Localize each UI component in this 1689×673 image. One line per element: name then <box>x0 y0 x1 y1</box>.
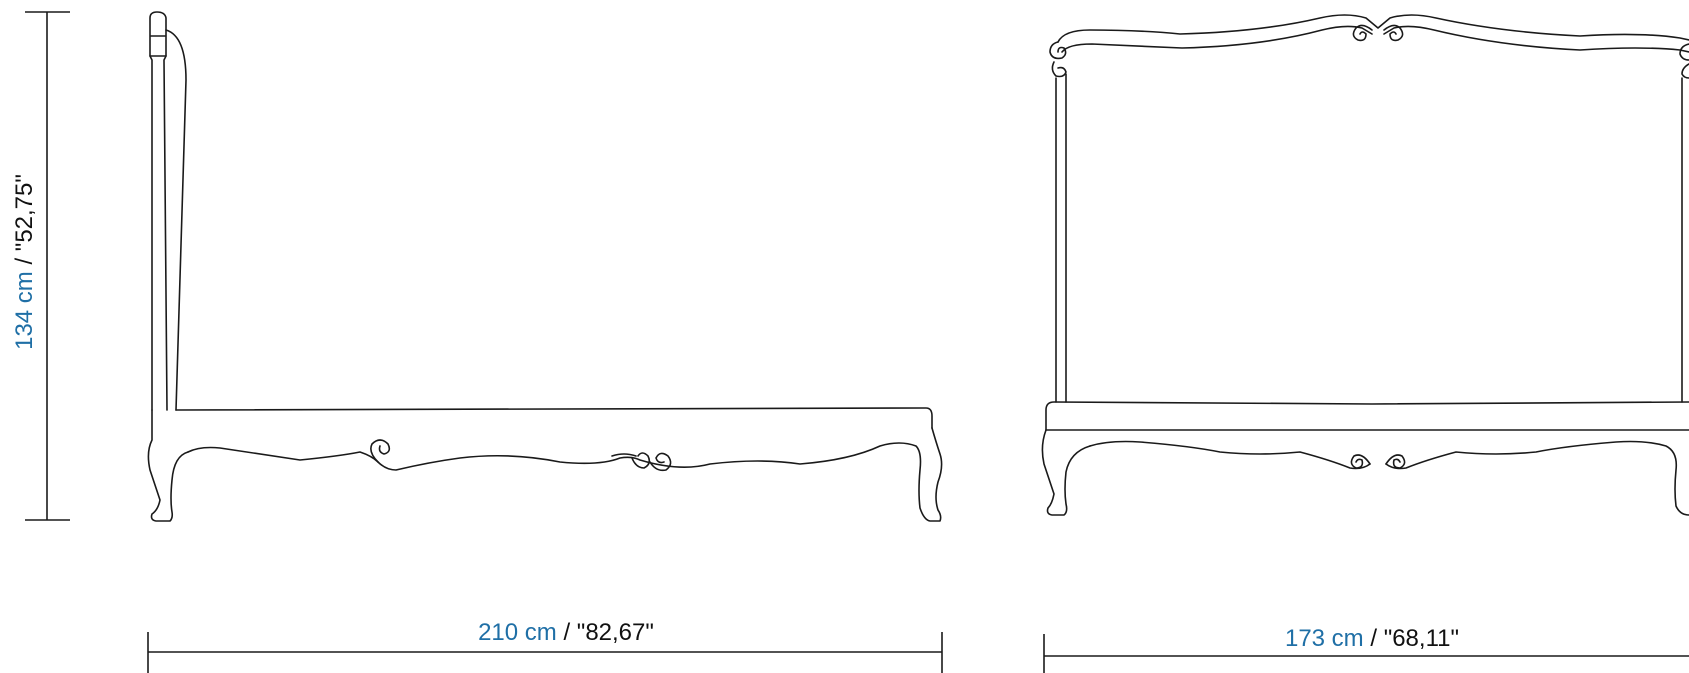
side-apron-scroll-tail <box>611 453 637 457</box>
width-separator: / <box>1364 625 1384 652</box>
width-dim-label: 173 cm / "68,11" <box>1285 625 1459 652</box>
front-apron <box>1089 440 1689 516</box>
width-metric: 173 cm <box>1285 625 1364 652</box>
bed-side-view <box>147 11 943 522</box>
front-headboard-center-scroll-left <box>1352 24 1373 42</box>
side-rail-top <box>175 407 933 429</box>
side-leg-left <box>147 409 189 522</box>
side-headboard-profile <box>165 29 187 411</box>
height-dimension: 134 cm / "52,75" <box>11 11 70 521</box>
height-metric: 134 cm <box>11 271 38 350</box>
front-apron-scroll-right <box>1385 454 1406 469</box>
length-metric: 210 cm <box>478 619 557 646</box>
front-leg-left <box>1041 429 1091 516</box>
height-dim-label: 134 cm / "52,75" <box>11 174 38 350</box>
front-frame-rail <box>1045 401 1689 431</box>
height-imperial: "52,75" <box>11 174 38 251</box>
front-apron-scroll-left <box>1350 454 1371 469</box>
length-dimension: 210 cm / "82,67" <box>147 619 943 673</box>
front-headboard-center-scroll-right <box>1383 24 1404 42</box>
height-separator: / <box>11 251 38 271</box>
bed-front-view <box>1041 14 1689 516</box>
side-apron-scroll-left <box>370 439 391 463</box>
width-dimension: 173 cm / "68,11" <box>1043 625 1689 673</box>
length-separator: / <box>557 619 577 646</box>
front-headboard-left-scroll <box>1049 41 1067 60</box>
front-headboard-top-inner <box>1061 25 1689 53</box>
front-headboard-right-scroll-2 <box>1681 63 1689 79</box>
side-apron-scroll-mid-b <box>649 452 672 472</box>
front-headboard-left-scroll-2 <box>1051 61 1067 78</box>
side-apron <box>187 427 943 522</box>
front-headboard-top <box>1057 14 1689 43</box>
side-apron-scroll-mid-a <box>631 452 651 469</box>
side-headboard-post <box>149 11 168 411</box>
width-imperial: "68,11" <box>1384 625 1459 652</box>
length-imperial: "82,67" <box>577 619 654 646</box>
front-headboard-right-scroll <box>1679 43 1689 61</box>
length-dim-label: 210 cm / "82,67" <box>478 619 654 646</box>
